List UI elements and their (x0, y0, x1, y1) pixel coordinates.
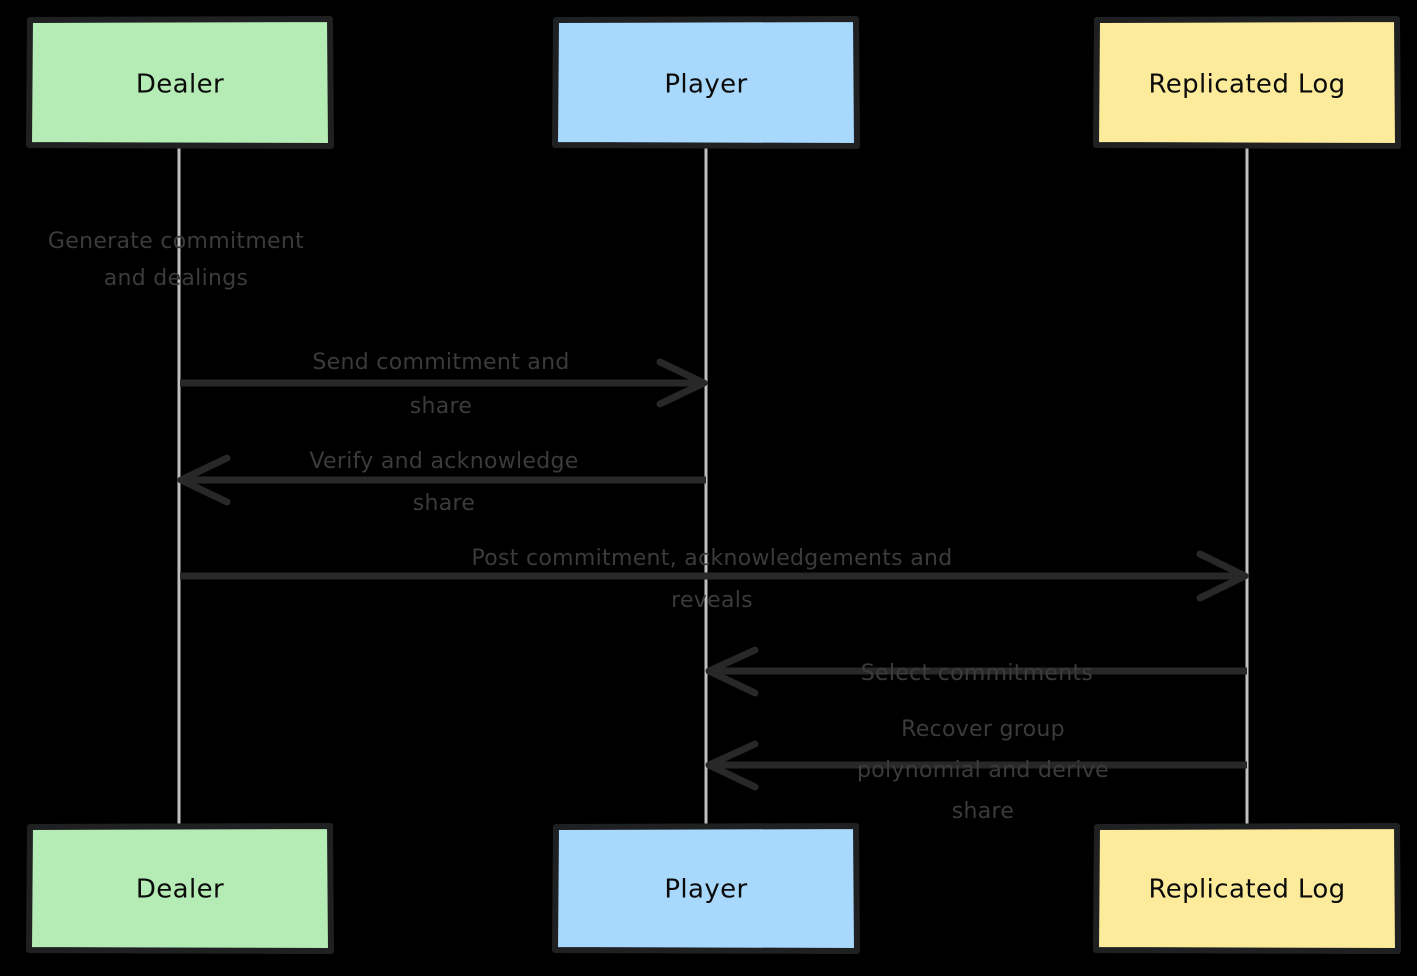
actor-box-dealer-top-fill (30, 20, 330, 146)
message-verify-acknowledge-share[interactable]: Verify and acknowledge share (177, 449, 706, 516)
lifelines (177, 148, 1249, 828)
actor-label-player-bottom: Player (664, 875, 747, 905)
actor-label-player-top: Player (664, 70, 747, 100)
actor-box-dealer-bottom-fill (30, 827, 330, 951)
message-verify-acknowledge-share-label-line-2: share (413, 491, 475, 516)
actor-box-log-bottom-border (1093, 823, 1401, 954)
actor-label-log-top: Replicated Log (1148, 70, 1345, 100)
message-select-commitments-arrowhead (705, 646, 759, 697)
actor-label-dealer-top: Dealer (136, 70, 224, 100)
actor-label-log-bottom: Replicated Log (1148, 875, 1345, 905)
message-select-commitments[interactable]: Select commitments (705, 646, 1247, 697)
actor-box-dealer-bottom-border (26, 823, 334, 954)
actor-box-log-top[interactable]: Replicated Log (1093, 16, 1401, 149)
actor-box-player-top-border (552, 16, 860, 149)
message-post-commitment[interactable]: Post commitment, acknowledgements and re… (180, 546, 1249, 613)
actor-box-log-bottom[interactable]: Replicated Log (1093, 823, 1401, 954)
message-verify-acknowledge-share-label-line-1: Verify and acknowledge (309, 449, 578, 474)
actor-box-player-top-fill (556, 20, 856, 146)
note-generate-commitment-line-1: Generate commitment (48, 229, 304, 254)
actor-box-player-top[interactable]: Player (552, 16, 860, 149)
actor-box-dealer-top[interactable]: Dealer (26, 16, 334, 149)
message-recover-group-polynomial-label-line-3: share (952, 799, 1014, 824)
message-recover-group-polynomial-label-line-2: polynomial and derive (857, 758, 1109, 783)
message-send-commitment-share-arrowhead (656, 358, 708, 408)
message-post-commitment-arrowhead (1196, 550, 1249, 602)
actor-label-dealer-bottom: Dealer (136, 875, 224, 905)
note-generate-commitment: Generate commitment and dealings (48, 229, 304, 291)
message-verify-acknowledge-share-arrowhead (177, 454, 231, 506)
message-send-commitment-share-label-line-1: Send commitment and (312, 350, 569, 375)
actor-box-dealer-bottom[interactable]: Dealer (26, 823, 334, 954)
actor-box-dealer-top-border (26, 16, 334, 149)
message-recover-group-polynomial-label-line-1: Recover group (901, 717, 1065, 742)
actor-box-player-bottom-fill (556, 827, 856, 951)
message-send-commitment-share-label-line-2: share (410, 394, 472, 419)
actor-box-player-bottom-border (552, 823, 860, 954)
message-recover-group-polynomial-arrowhead (705, 740, 759, 791)
actor-box-player-bottom[interactable]: Player (552, 823, 860, 954)
actor-box-log-bottom-fill (1097, 827, 1397, 951)
actor-box-log-top-border (1093, 16, 1401, 149)
message-select-commitments-label: Select commitments (861, 661, 1093, 686)
message-post-commitment-label-line-2: reveals (671, 588, 753, 613)
message-send-commitment-share[interactable]: Send commitment and share (180, 350, 708, 419)
message-recover-group-polynomial[interactable]: Recover group polynomial and derive shar… (705, 717, 1247, 824)
message-post-commitment-label-line-1: Post commitment, acknowledgements and (471, 546, 952, 571)
note-generate-commitment-line-2: and dealings (104, 266, 249, 291)
actor-box-log-top-fill (1097, 20, 1397, 146)
